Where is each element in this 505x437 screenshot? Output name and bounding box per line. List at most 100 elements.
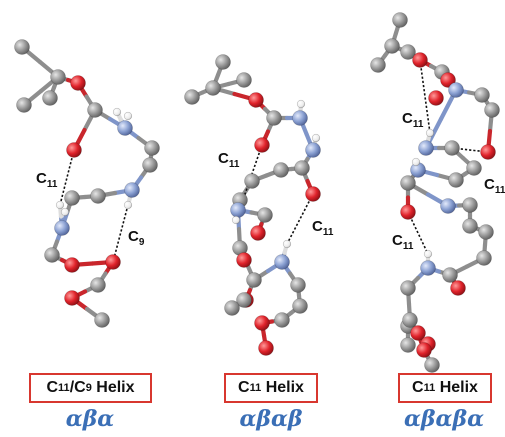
oxygen-atom [428, 90, 444, 106]
carbon-atom [466, 160, 482, 176]
carbon-atom [290, 277, 306, 293]
oxygen-atom [64, 257, 80, 273]
nitrogen-atom [448, 82, 464, 98]
hydrogen-bond-dashed-line [112, 204, 129, 263]
carbon-atom [236, 72, 252, 88]
carbon-atom [476, 250, 492, 266]
carbon-atom [50, 69, 66, 85]
carbon-atom [370, 57, 386, 73]
carbon-atom [442, 267, 458, 283]
carbon-atom [448, 172, 464, 188]
nitrogen-atom [54, 220, 70, 236]
nitrogen-atom [124, 182, 140, 198]
oxygen-atom [254, 137, 270, 153]
hydrogen-atom [423, 249, 433, 259]
carbon-atom [400, 280, 416, 296]
oxygen-atom [254, 315, 270, 331]
oxygen-atom [105, 254, 121, 270]
carbon-atom [384, 38, 400, 54]
nitrogen-atom [305, 142, 321, 158]
carbon-atom [236, 292, 252, 308]
carbon-atom [142, 157, 158, 173]
sequence-label: αβα [65, 406, 115, 432]
hbond-label-c11: C11 [402, 110, 424, 130]
carbon-atom [64, 190, 80, 206]
oxygen-atom [248, 92, 264, 108]
carbon-atom [484, 102, 500, 118]
carbon-atom [257, 207, 273, 223]
nitrogen-atom [117, 120, 133, 136]
carbon-atom [184, 89, 200, 105]
hydrogen-atom [231, 215, 241, 225]
hydrogen-bond-dashed-line [286, 193, 314, 245]
atoms [14, 12, 500, 373]
hydrogen-atom [282, 239, 292, 249]
carbon-atom [400, 175, 416, 191]
carbon-atom [244, 173, 260, 189]
hydrogen-atom [411, 157, 421, 167]
carbon-atom [392, 12, 408, 28]
carbon-atom [224, 300, 240, 316]
carbon-atom [16, 97, 32, 113]
carbon-atom [90, 188, 106, 204]
hydrogen-atom [123, 111, 133, 121]
hydrogen-bond-dashed-line [407, 211, 429, 255]
carbon-atom [87, 102, 103, 118]
oxygen-atom [66, 142, 82, 158]
sequence-label: αβαβα [403, 406, 484, 432]
oxygen-atom [412, 52, 428, 68]
hbond-label-c9: C9 [128, 228, 145, 248]
hydrogen-atom [60, 207, 70, 217]
carbon-atom [246, 272, 262, 288]
carbon-atom [42, 90, 58, 106]
oxygen-atom [440, 72, 456, 88]
carbon-atom [273, 162, 289, 178]
hydrogen-atom [311, 133, 321, 143]
carbon-atom [424, 357, 440, 373]
carbon-atom [215, 54, 231, 70]
carbon-atom [402, 312, 418, 328]
carbon-atom [294, 160, 310, 176]
oxygen-atom [236, 252, 252, 268]
carbon-atom [90, 277, 106, 293]
nitrogen-atom [418, 140, 434, 156]
hydrogen-bonds [59, 59, 489, 263]
carbon-atom [44, 247, 60, 263]
oxygen-atom [450, 280, 466, 296]
hbond-label-c11: C11 [36, 170, 58, 190]
nitrogen-atom [292, 110, 308, 126]
oxygen-atom [410, 325, 426, 341]
hbond-label-c11: C11 [484, 176, 505, 196]
nitrogen-atom [230, 202, 246, 218]
oxygen-atom [305, 186, 321, 202]
hbond-label-c11: C11 [218, 150, 240, 170]
carbon-atom [274, 312, 290, 328]
carbon-atom [474, 87, 490, 103]
carbon-atom [292, 298, 308, 314]
carbon-atom [478, 224, 494, 240]
hydrogen-atom [425, 128, 435, 138]
sequence-label: αβαβ [239, 406, 303, 432]
hbond-label-c11: C11 [312, 218, 334, 238]
carbon-atom [266, 110, 282, 126]
nitrogen-atom [440, 198, 456, 214]
carbon-atom [400, 44, 416, 60]
hydrogen-atom [123, 200, 133, 210]
carbon-atom [14, 39, 30, 55]
hydrogen-atom [112, 107, 122, 117]
hbond-label-c11: C11 [392, 232, 414, 252]
oxygen-atom [64, 290, 80, 306]
carbon-atom [94, 312, 110, 328]
carbon-atom [400, 337, 416, 353]
oxygen-atom [258, 340, 274, 356]
oxygen-atom [416, 342, 432, 358]
carbon-atom [462, 197, 478, 213]
hydrogen-atom [296, 99, 306, 109]
nitrogen-atom [420, 260, 436, 276]
hydrogen-atom [55, 200, 65, 210]
carbon-atom [205, 80, 221, 96]
